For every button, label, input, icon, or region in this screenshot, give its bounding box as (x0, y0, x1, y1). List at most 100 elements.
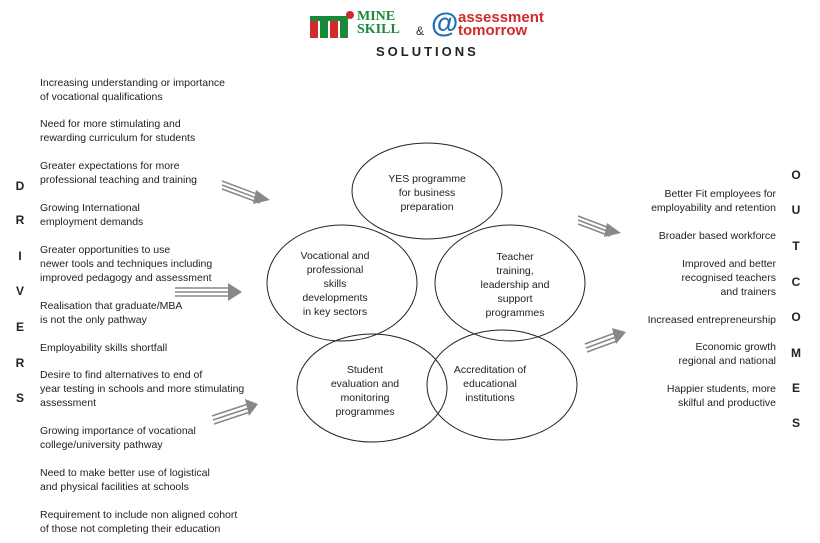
circle-label-line: preparation (400, 201, 454, 213)
circle-label-line: training, (496, 265, 534, 277)
driver-item: Desire to find alternatives to end of ye… (40, 368, 270, 410)
mineskill-logo-text: MINE SKILL (357, 9, 400, 37)
circle-label-line: for business (398, 187, 456, 199)
outcome-line: Broader based workforce (658, 230, 776, 242)
outcomes-letter: O (791, 310, 801, 324)
ampersand: & (416, 24, 425, 38)
outcome-line: regional and national (678, 355, 777, 367)
driver-item: Realisation that graduate/MBA is not the… (40, 299, 270, 327)
driver-line: improved pedagogy and assessment (40, 272, 212, 284)
outcomes-letter: M (791, 346, 801, 360)
outcomes-letter: U (791, 203, 801, 217)
circle-label-line: programmes (335, 406, 395, 418)
drivers-letter: I (18, 249, 22, 263)
circle-label-line: leadership and (480, 279, 550, 291)
circle-label-line: professional (306, 264, 364, 276)
circle-label-line: in key sectors (302, 306, 368, 318)
circle-yes-programme (351, 142, 503, 240)
outcome-item: Increased entrepreneurship (586, 313, 776, 327)
outcomes-letter: E (791, 381, 800, 395)
driver-line: newer tools and techniques including (40, 258, 213, 270)
driver-line: Realisation that graduate/MBA (40, 300, 183, 312)
driver-line: of those not completing their education (40, 523, 221, 535)
driver-item: Greater expectations for more profession… (40, 159, 270, 187)
drivers-letter: R (15, 356, 25, 370)
outcome-item: Happier students, more skilful and produ… (586, 382, 776, 410)
driver-item: Need for more stimulating and rewarding … (40, 117, 270, 145)
partner-line-1: assessment (458, 9, 544, 26)
drivers-letter: R (15, 213, 25, 227)
circle-vocational-skills (266, 224, 418, 342)
driver-line: employment demands (40, 216, 144, 228)
outcome-item: Better Fit employees for employability a… (586, 187, 776, 215)
drivers-letter: S (15, 391, 24, 405)
circle-label-teacher: Teacher training, leadership and support… (465, 250, 565, 320)
circle-teacher-training (434, 224, 586, 342)
outcomes-letter: C (791, 275, 801, 289)
driver-item: Need to make better use of logistical an… (40, 466, 270, 494)
drivers-letter: E (15, 320, 24, 334)
driver-item: Greater opportunities to use newer tools… (40, 243, 270, 285)
circle-label-line: Teacher (496, 251, 534, 263)
outcomes-letter: T (792, 239, 800, 253)
outcomes-letter: O (791, 168, 801, 182)
logo-line-2: SKILL (357, 22, 400, 37)
circle-label-line: YES programme (388, 173, 466, 185)
outcome-line: Happier students, more (666, 383, 776, 395)
circle-label-line: monitoring (340, 392, 390, 404)
drivers-letter: D (15, 179, 25, 193)
circle-label-vocational: Vocational and professional skills devel… (285, 249, 385, 319)
driver-line: Greater opportunities to use (40, 244, 171, 256)
driver-line: rewarding curriculum for students (40, 132, 196, 144)
driver-line: and physical facilities at schools (40, 481, 189, 493)
driver-line: professional teaching and training (40, 174, 198, 186)
circle-label-line: Vocational and (300, 250, 370, 262)
arrow-icon (577, 215, 621, 237)
driver-line: of vocational qualifications (40, 91, 163, 103)
circle-label-student: Student evaluation and monitoring progra… (315, 363, 415, 419)
outcome-item: Improved and better recognised teachers … (586, 257, 776, 299)
driver-line: college/university pathway (40, 439, 163, 451)
driver-item: Requirement to include non aligned cohor… (40, 508, 270, 536)
arrow-icon (221, 180, 270, 204)
circle-student-evaluation (296, 333, 448, 443)
circle-label-line: programmes (485, 307, 545, 319)
arrow-icon (211, 399, 258, 425)
driver-line: is not the only pathway (40, 314, 147, 326)
arrow-icon (584, 328, 626, 353)
outcome-line: Improved and better (682, 258, 776, 270)
outcome-line: Economic growth (695, 341, 776, 353)
driver-line: Growing International (40, 202, 140, 214)
logo-line-1: MINE (357, 9, 396, 24)
outcome-line: Increased entrepreneurship (647, 314, 776, 326)
driver-line: Greater expectations for more (40, 160, 180, 172)
outcome-line: and trainers (720, 286, 776, 298)
driver-line: assessment (40, 397, 97, 409)
driver-line: Need to make better use of logistical (40, 467, 210, 479)
outcome-line: Better Fit employees for (664, 188, 776, 200)
outcome-line: skilful and productive (677, 397, 776, 409)
solutions-subtitle: SOLUTIONS (376, 44, 479, 59)
circle-label-line: support (497, 293, 533, 305)
driver-line: Increasing understanding or importance (40, 77, 226, 89)
driver-line: Need for more stimulating and (40, 118, 181, 130)
driver-item: Growing International employment demands (40, 201, 270, 229)
circle-label-accreditation: Accreditation of educational institution… (440, 363, 540, 405)
circle-label-yes: YES programme for business preparation (377, 172, 477, 214)
outcomes-letter: S (791, 416, 800, 430)
assessment-tomorrow-logo-text: assessment tomorrow (458, 9, 544, 39)
outcome-item: Economic growth regional and national (586, 340, 777, 368)
circle-label-line: developments (302, 292, 368, 304)
driver-line: Desire to find alternatives to end of (40, 369, 203, 381)
circle-label-line: educational (463, 378, 517, 390)
circle-label-line: Accreditation of (453, 364, 527, 376)
at-logo-icon: @ (431, 7, 459, 38)
outcome-line: recognised teachers (681, 272, 776, 284)
circle-label-line: institutions (465, 392, 515, 404)
partner-line-2: tomorrow (458, 22, 528, 39)
outcome-item: Broader based workforce (586, 229, 776, 243)
circle-label-line: skills (323, 278, 347, 290)
driver-line: Requirement to include non aligned cohor… (40, 509, 238, 521)
driver-line: Growing importance of vocational (40, 425, 196, 437)
